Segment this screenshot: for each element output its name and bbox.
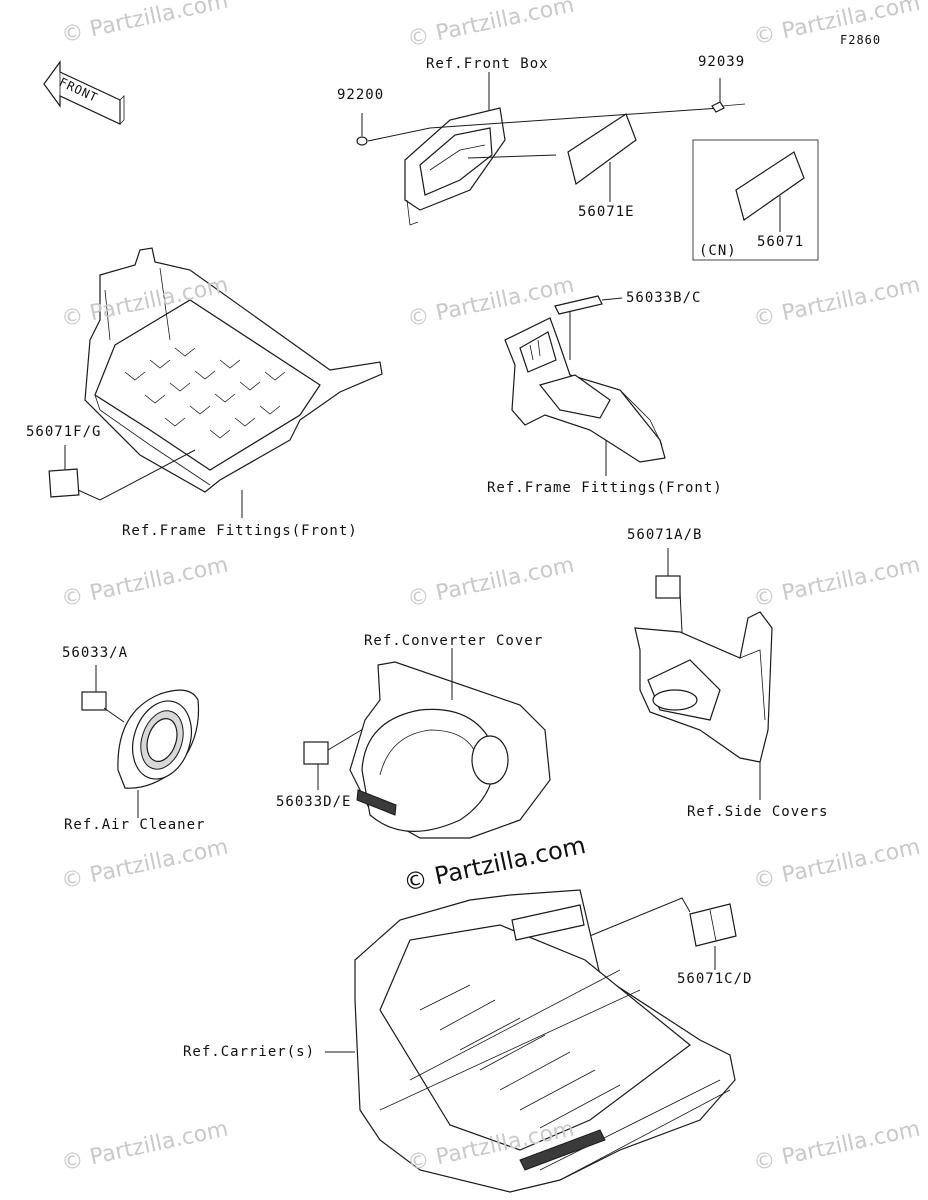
label-56071CD: 56071C/D (677, 971, 753, 987)
frame-fittings-front-left-part (84, 247, 383, 518)
label-ref-frame-fittings-right: Ref.Frame Fittings(Front) (487, 480, 723, 496)
washer-92200-part (356, 107, 721, 146)
figure-code: F2860 (840, 33, 882, 47)
label-56033BC: 56033B/C (626, 290, 702, 306)
label-ref-converter-cover: Ref.Converter Cover (364, 633, 544, 649)
label-56071E-part (567, 113, 637, 202)
label-ref-carriers: Ref.Carrier(s) (183, 1044, 316, 1060)
label-56071E: 56071E (578, 204, 635, 220)
label-ref-front-box: Ref.Front Box (426, 56, 549, 72)
label-ref-air-cleaner: Ref.Air Cleaner (64, 817, 206, 833)
label-56033A: 56033/A (62, 645, 129, 661)
side-covers-part (634, 611, 773, 800)
label-56033BC-part (554, 295, 623, 315)
front-arrow-icon (43, 60, 125, 125)
label-ref-frame-fittings-left: Ref.Frame Fittings(Front) (122, 523, 358, 539)
label-56071FG: 56071F/G (26, 424, 102, 440)
label-92200: 92200 (337, 87, 385, 103)
label-56033DE: 56033D/E (276, 794, 352, 810)
label-92039: 92039 (698, 54, 746, 70)
label-56033DE-part (303, 719, 379, 790)
label-56033A-part (81, 665, 125, 723)
label-56071AB: 56071A/B (627, 527, 703, 543)
carrier-part (325, 889, 736, 1193)
label-ref-side-covers: Ref.Side Covers (687, 804, 829, 820)
label-56071FG-part (48, 445, 196, 501)
label-cn: (CN) (699, 243, 737, 259)
converter-cover-part (349, 648, 551, 839)
label-56071CD-part (579, 897, 737, 970)
rivet-92039-part (711, 78, 746, 113)
cn-box (692, 139, 819, 261)
air-cleaner-part (117, 689, 200, 818)
frame-fittings-front-right-part (504, 308, 666, 476)
label-56071: 56071 (757, 234, 805, 250)
front-box-part (404, 72, 557, 226)
